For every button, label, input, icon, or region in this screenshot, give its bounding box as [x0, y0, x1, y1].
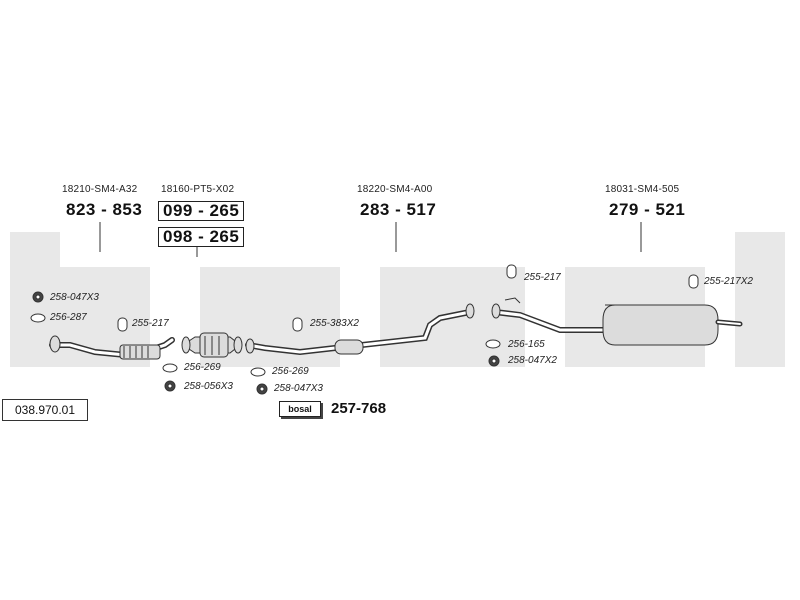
- part-number: 098 - 265: [158, 227, 245, 247]
- fitting-label: 256-165: [508, 339, 545, 350]
- front-pipe: [49, 335, 175, 360]
- fitting-label: 258-056X3: [184, 381, 233, 392]
- fitting-label: 256-269: [272, 366, 309, 377]
- fitting-label: 255-217X2: [704, 276, 753, 287]
- fitting-label: 258-047X3: [274, 383, 323, 394]
- fitting-label: 255-383X2: [310, 318, 359, 329]
- fitting-icons: [30, 264, 699, 395]
- oem-number: 18031-SM4-505: [605, 184, 680, 195]
- oem-number: 18160-PT5-X02: [161, 184, 235, 195]
- fitting-label: 255-217: [524, 272, 561, 283]
- oem-number: 18210-SM4-A32: [62, 184, 138, 195]
- leader-lines: [99, 222, 642, 257]
- brand-tag: bosal: [279, 401, 321, 417]
- part-number: 283 - 517: [360, 200, 437, 219]
- rear-silencer: [491, 297, 743, 346]
- part-number: 279 - 521: [609, 200, 686, 219]
- middle-pipe: [245, 303, 475, 356]
- catalytic-converter: [181, 332, 243, 358]
- part-number: 823 - 853: [66, 200, 143, 219]
- kit-part-number: 257-768: [331, 400, 387, 417]
- oem-number: 18220-SM4-A00: [357, 184, 433, 195]
- fitting-label: 255-217: [132, 318, 169, 329]
- fitting-label: 256-269: [184, 362, 221, 373]
- fitting-label: 258-047X3: [50, 292, 99, 303]
- reference-number: 038.970.01: [2, 399, 88, 421]
- fitting-label: 258-047X2: [508, 355, 557, 366]
- part-number: 099 - 265: [158, 201, 245, 221]
- fitting-label: 256-287: [50, 312, 87, 323]
